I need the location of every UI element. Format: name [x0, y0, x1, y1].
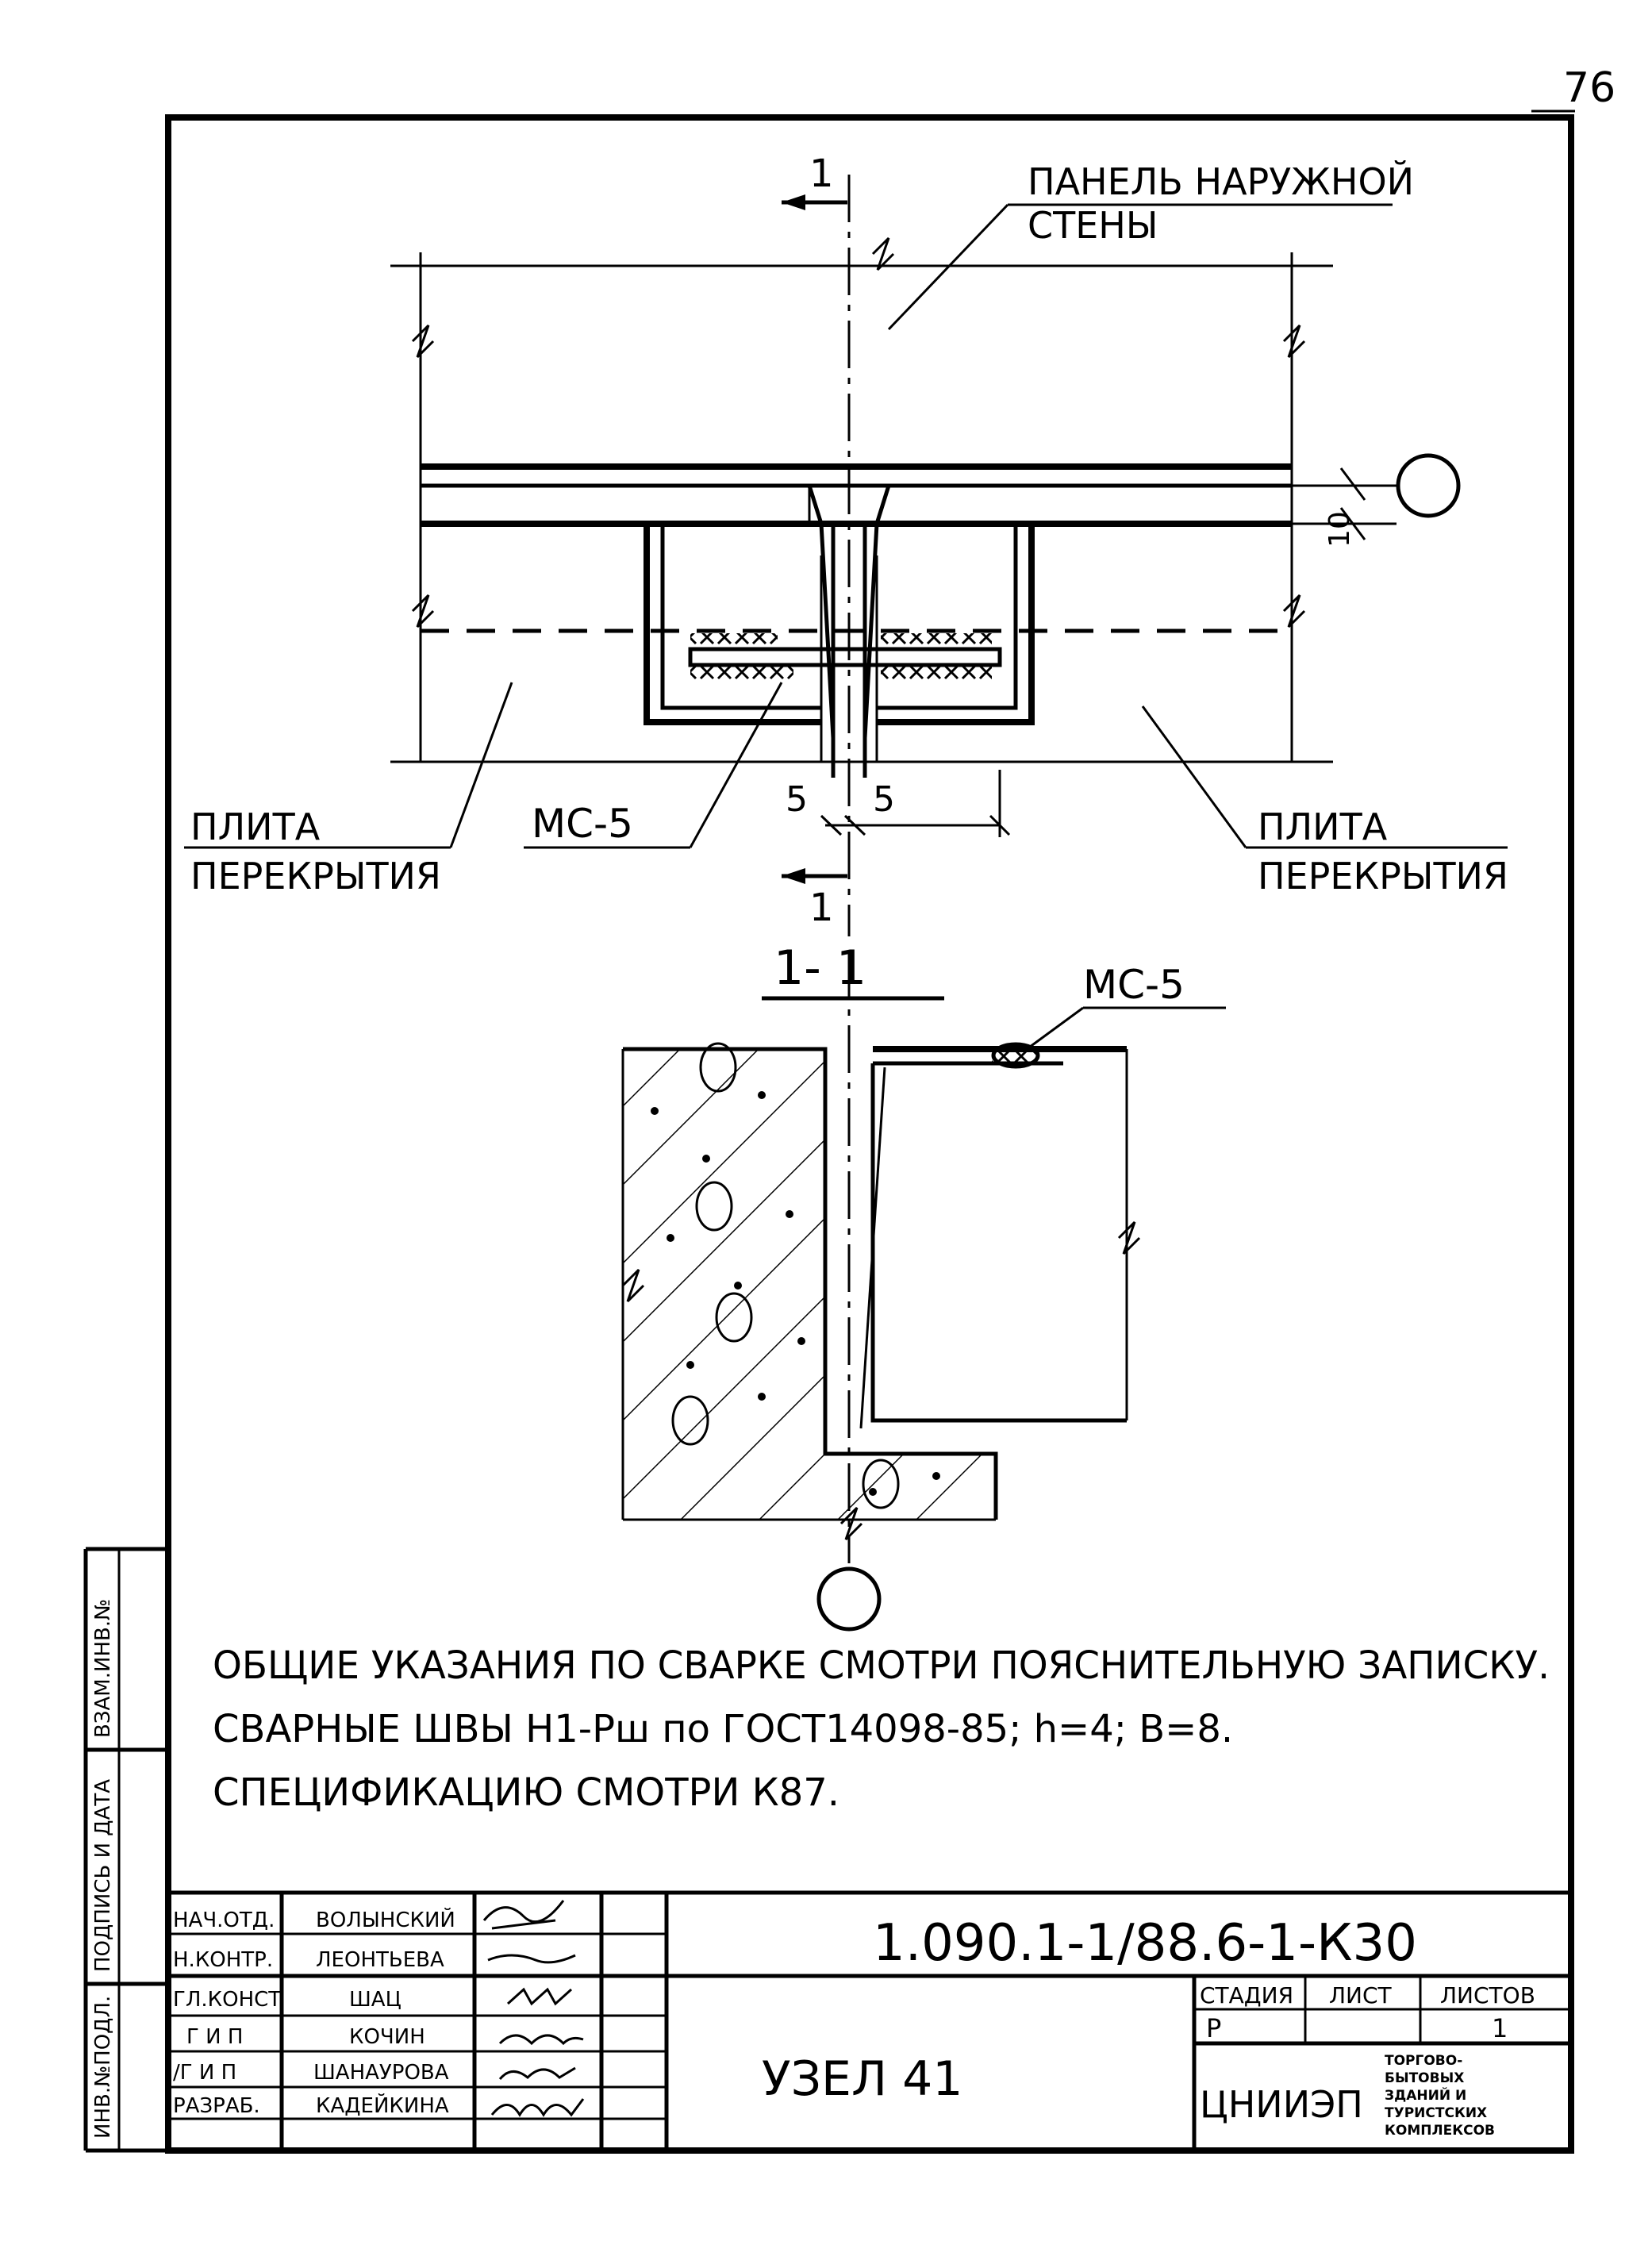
sheets-header: ЛИСТОВ	[1440, 1982, 1535, 2008]
axis-marker-top	[1396, 453, 1461, 518]
slab-right-line2: ПЕРЕКРЫТИЯ	[1258, 855, 1508, 898]
page-number: 76	[1563, 64, 1616, 112]
dim-gap-right: 5	[873, 779, 895, 820]
section-title: 1- 1	[774, 940, 866, 996]
dim-10: 10	[1324, 511, 1356, 548]
org-name: ЦНИИЭП	[1200, 2083, 1363, 2126]
org-desc-5: КОМПЛЕКСОВ	[1385, 2123, 1495, 2139]
doc-code: 1.090.1-1/88.6-1-К30	[873, 1914, 1417, 1973]
stage-value: Р	[1206, 2013, 1221, 2043]
title-block: НАЧ.ОТД. Н.КОНТР. ГЛ.КОНСТ Г И П /Г И П …	[168, 1890, 1571, 2151]
stage-header: СТАДИЯ	[1200, 1982, 1293, 2008]
note-line-3: СПЕЦИФИКАЦИЮ СМОТРИ К87.	[213, 1770, 839, 1815]
panel-label-line2: СТЕНЫ	[1028, 204, 1158, 247]
sheet-header: ЛИСТ	[1329, 1982, 1393, 2008]
note-line-1: ОБЩИЕ УКАЗАНИЯ ПО СВАРКЕ СМОТРИ ПОЯСНИТЕ…	[213, 1643, 1550, 1688]
name-4: ШАНАУРОВА	[313, 2061, 449, 2085]
org-desc-3: ЗДАНИЙ И	[1385, 2086, 1466, 2104]
sheet-frame	[165, 114, 1574, 2154]
plan-view: 10 1 1	[184, 152, 1508, 936]
name-1: ЛЕОНТЬЕВА	[316, 1948, 444, 1972]
role-5: РАЗРАБ.	[173, 2094, 260, 2118]
general-notes: ОБЩИЕ УКАЗАНИЯ ПО СВАРКЕ СМОТРИ ПОЯСНИТЕ…	[213, 1643, 1550, 1815]
stamp-col2: ПОДПИСЬ И ДАТА	[91, 1779, 115, 1972]
section-part-label: МС-5	[1083, 962, 1185, 1008]
role-0: НАЧ.ОТД.	[173, 1908, 275, 1932]
role-2: ГЛ.КОНСТ	[173, 1988, 281, 2012]
axis-marker-bottom	[816, 1566, 882, 1632]
sheets-value: 1	[1492, 2013, 1508, 2043]
name-0: ВОЛЫНСКИЙ	[316, 1907, 455, 1932]
name-2: ШАЦ	[349, 1988, 401, 2012]
stamp-col1: ВЗАМ.ИНВ.№	[91, 1599, 115, 1738]
dim-gap-left: 5	[786, 779, 808, 820]
note-line-2: СВАРНЫЕ ШВЫ Н1-Рш по ГОСТ14098-85; h=4; …	[213, 1707, 1233, 1751]
role-1: Н.КОНТР.	[173, 1948, 273, 1972]
name-3: КОЧИН	[349, 2025, 425, 2049]
side-stamp: ВЗАМ.ИНВ.№ ПОДПИСЬ И ДАТА ИНВ.№ПОДЛ.	[83, 1547, 168, 2153]
plan-part-label: МС-5	[532, 801, 633, 847]
slab-left-line1: ПЛИТА	[190, 805, 321, 848]
node-name: УЗЕЛ 41	[762, 2051, 962, 2107]
role-3: Г И П	[186, 2025, 243, 2049]
panel-label-line1: ПАНЕЛЬ НАРУЖНОЙ	[1028, 160, 1414, 203]
section-mark-bottom: 1	[809, 886, 834, 930]
section-mark-top: 1	[809, 152, 834, 196]
org-desc-1: ТОРГОВО-	[1385, 2053, 1462, 2069]
stamp-col3: ИНВ.№ПОДЛ.	[91, 1996, 115, 2139]
slab-left-line2: ПЕРЕКРЫТИЯ	[190, 855, 441, 898]
org-desc-4: ТУРИСТСКИХ	[1385, 2105, 1487, 2121]
slab-right-line1: ПЛИТА	[1258, 805, 1388, 848]
section-view: 1- 1 МС-5	[621, 940, 1226, 1632]
org-desc-2: БЫТОВЫХ	[1385, 2070, 1464, 2086]
name-5: КАДЕЙКИНА	[316, 2093, 449, 2118]
role-4: /Г И П	[173, 2061, 236, 2085]
